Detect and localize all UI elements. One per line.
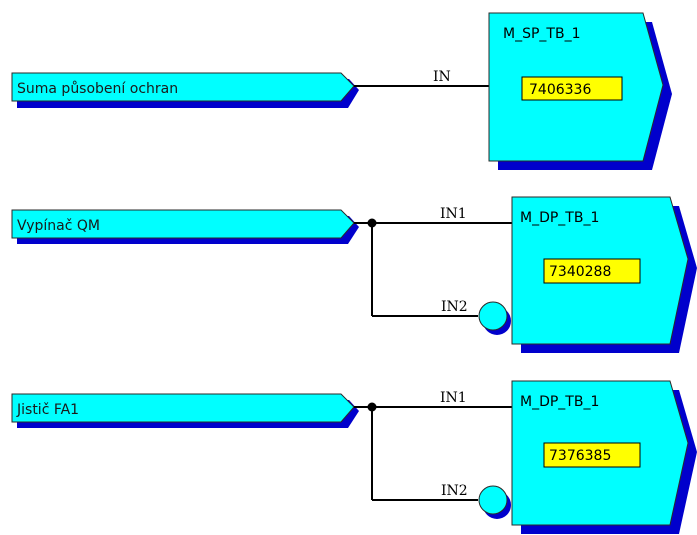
- signal-jistic-fa1[interactable]: Jistič FA1: [11, 393, 359, 428]
- pin-label-in2: IN2: [441, 483, 468, 499]
- block-value: 7376385: [549, 448, 611, 464]
- wires-row-2: [354, 218, 512, 317]
- value-box: [521, 76, 623, 101]
- pin-label-in1: IN1: [440, 206, 467, 222]
- signal-body: [11, 393, 355, 423]
- value-box: [543, 258, 641, 284]
- signal-label: Vypínač QM: [17, 218, 100, 234]
- junction-dot: [367, 218, 377, 228]
- block-title: M_DP_TB_1: [520, 210, 599, 226]
- pin-label-in1: IN1: [440, 390, 467, 406]
- block-title: M_SP_TB_1: [503, 26, 580, 42]
- signal-label: Jistič FA1: [16, 402, 79, 418]
- block-m-dp-tb-1[interactable]: M_DP_TB_1 7340288: [478, 196, 697, 353]
- signal-suma-pusobeni-ochran[interactable]: Suma působení ochran: [11, 72, 359, 108]
- block-value: 7406336: [529, 82, 591, 98]
- signal-body: [11, 72, 355, 102]
- pin-label-in: IN: [433, 69, 451, 85]
- negation-bubble: [478, 485, 508, 515]
- wires-row-3: [354, 402, 512, 501]
- junction-dot: [367, 402, 377, 412]
- value-box: [543, 442, 641, 468]
- negation-bubble: [478, 301, 508, 331]
- block-value: 7340288: [549, 264, 611, 280]
- block-m-dp-tb-1[interactable]: M_DP_TB_1 7376385: [478, 380, 697, 534]
- pin-label-in2: IN2: [441, 299, 468, 315]
- block-title: M_DP_TB_1: [520, 394, 599, 410]
- signal-vypinac-qm[interactable]: Vypínač QM: [11, 209, 359, 244]
- block-m-sp-tb-1[interactable]: M_SP_TB_1 7406336: [488, 12, 672, 170]
- signal-body: [11, 209, 355, 239]
- signal-label: Suma působení ochran: [17, 81, 178, 97]
